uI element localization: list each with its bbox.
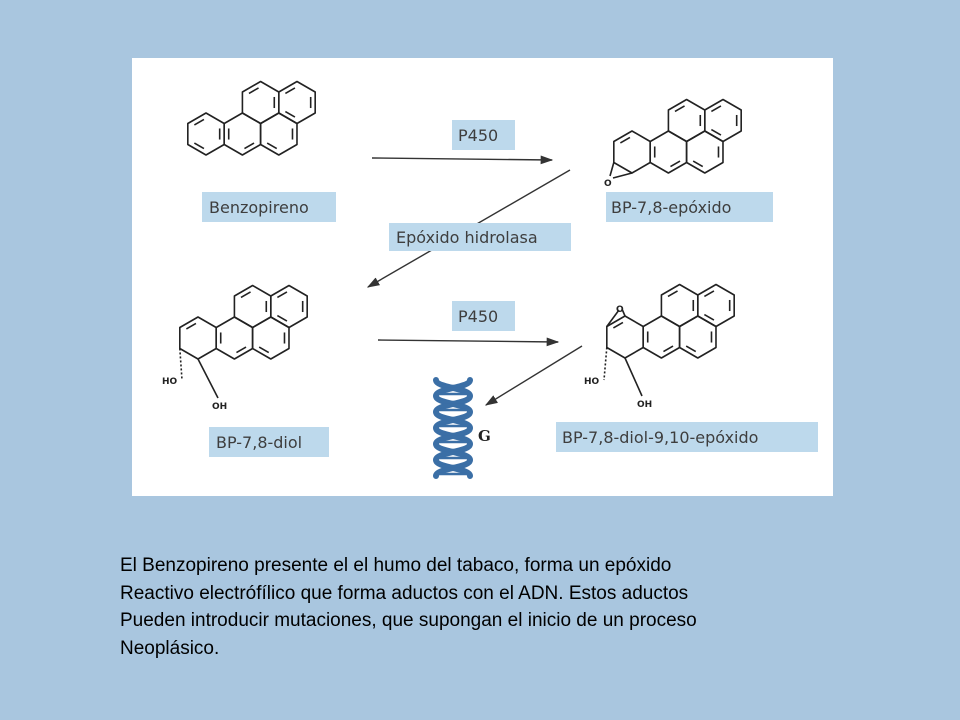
oh-label-2: OH (637, 400, 652, 410)
label-p450-top: P450 (452, 120, 515, 150)
caption-line-2: Reactivo electrófílico que forma aductos… (120, 582, 689, 604)
caption-line-1: El Benzopireno presente el el humo del t… (120, 555, 672, 576)
ho-label: HO (162, 377, 178, 387)
ho-label-2: HO (584, 377, 600, 387)
arrow-p450-bottom (377, 337, 560, 347)
caption-text: El Benzopireno presente el el humo del t… (120, 552, 860, 662)
caption-line-4: Neoplásico. (120, 637, 220, 659)
label-bp-epoxido: BP-7,8-epóxido (606, 192, 773, 222)
epoxide-oxygen-label-2: O (616, 305, 624, 315)
diagram-panel: O O HO OH HO OH Benzopireno P450 BP-7,8-… (132, 58, 833, 496)
bp-diol-structure (179, 284, 308, 399)
epoxide-oxygen-label: O (604, 179, 612, 189)
arrow-p450-top (371, 155, 554, 165)
svg-text:P450: P450 (458, 307, 498, 326)
benzopireno-structure (187, 80, 316, 156)
oh-label: OH (212, 402, 227, 412)
label-epoxido-hidrolasa: Epóxido hidrolasa (389, 223, 571, 251)
bp-diol-epoxido-structure (603, 283, 735, 397)
svg-text:BP-7,8-epóxido: BP-7,8-epóxido (611, 198, 731, 217)
caption-line-3: Pueden introducir mutaciones, que supong… (120, 610, 697, 632)
dna-helix-icon (432, 377, 474, 479)
svg-text:Benzopireno: Benzopireno (209, 198, 309, 217)
label-p450-bottom: P450 (452, 301, 515, 331)
svg-text:Epóxido hidrolasa: Epóxido hidrolasa (396, 228, 538, 247)
label-bp-diol-epoxido: BP-7,8-diol-9,10-epóxido (556, 422, 818, 452)
label-benzopireno: Benzopireno (202, 192, 336, 222)
svg-text:BP-7,8-diol-9,10-epóxido: BP-7,8-diol-9,10-epóxido (562, 428, 758, 447)
svg-text:BP-7,8-diol: BP-7,8-diol (216, 433, 302, 452)
guanine-label: G (478, 427, 491, 445)
metabolism-diagram: O O HO OH HO OH Benzopireno P450 BP-7,8-… (162, 80, 818, 479)
arrow-to-dna (484, 345, 583, 406)
bp-epoxido-structure (609, 98, 742, 179)
label-bp-diol: BP-7,8-diol (209, 427, 329, 457)
svg-text:P450: P450 (458, 126, 498, 145)
